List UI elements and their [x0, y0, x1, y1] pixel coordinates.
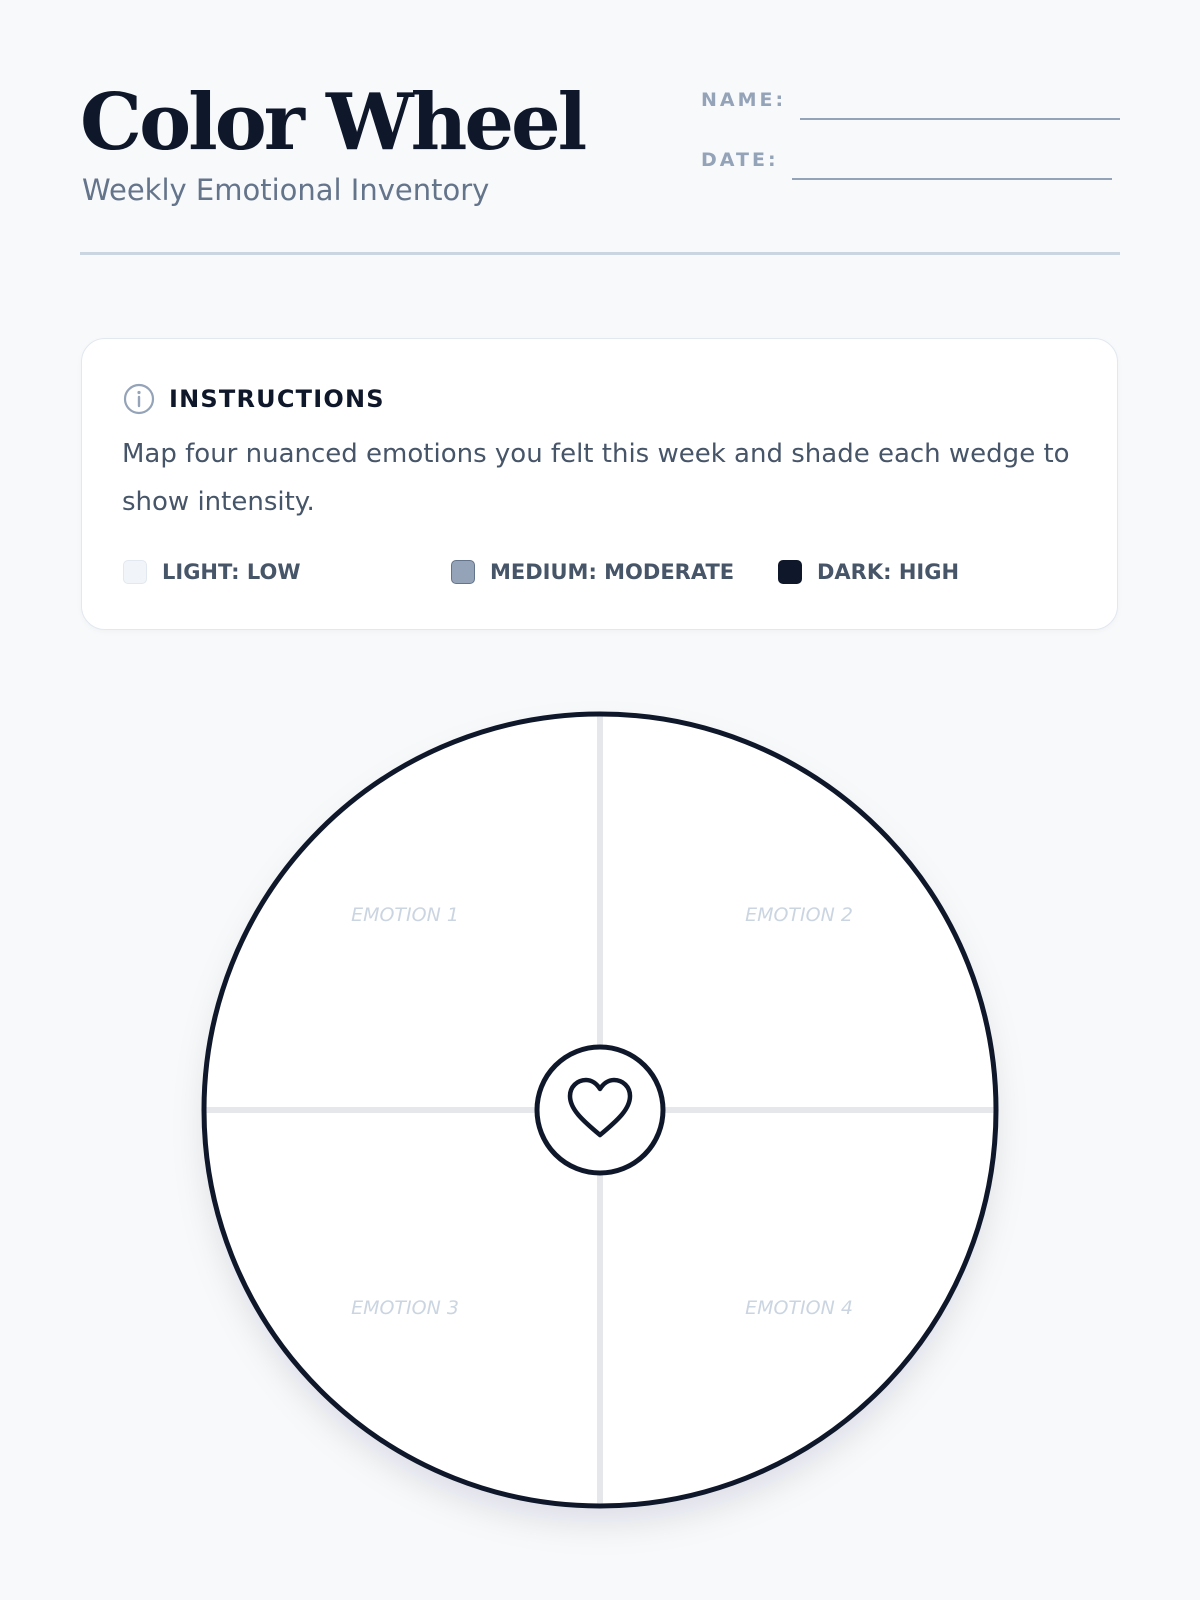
instructions-card	[81, 338, 1118, 630]
instructions-heading: INSTRUCTIONS	[169, 385, 385, 413]
emotion-wheel: EMOTION 1 EMOTION 2 EMOTION 3 EMOTION 4	[190, 700, 1010, 1520]
name-label: NAME:	[701, 89, 787, 111]
legend-swatch-light	[123, 560, 147, 584]
date-label: DATE:	[701, 149, 779, 171]
wheel-outer-ring	[201, 711, 999, 1509]
legend-label-medium: MEDIUM: MODERATE	[490, 560, 735, 584]
legend-swatch-dark	[778, 560, 802, 584]
slice-label-1: EMOTION 1	[351, 904, 459, 926]
header-divider	[80, 252, 1120, 255]
wedge-emotion-1[interactable]	[204, 714, 600, 1110]
wheel-center-hub	[534, 1044, 666, 1176]
legend-label-light: LIGHT: LOW	[162, 560, 301, 584]
heart-icon	[567, 1077, 633, 1138]
name-field[interactable]	[800, 118, 1120, 120]
legend-swatch-medium	[451, 560, 475, 584]
slice-label-4: EMOTION 4	[745, 1297, 853, 1319]
wedge-emotion-4[interactable]	[600, 1110, 996, 1506]
wedge-emotion-2[interactable]	[600, 714, 996, 1110]
legend-label-dark: DARK: HIGH	[817, 560, 960, 584]
slice-label-2: EMOTION 2	[745, 904, 853, 926]
date-field[interactable]	[792, 178, 1112, 180]
slice-label-3: EMOTION 3	[351, 1297, 459, 1319]
page-subtitle: Weekly Emotional Inventory	[82, 173, 490, 207]
page-title: Color Wheel	[80, 77, 587, 168]
instructions-text: Map four nuanced emotions you felt this …	[122, 439, 1070, 517]
wedge-emotion-3[interactable]	[204, 1110, 600, 1506]
info-icon	[123, 383, 155, 415]
